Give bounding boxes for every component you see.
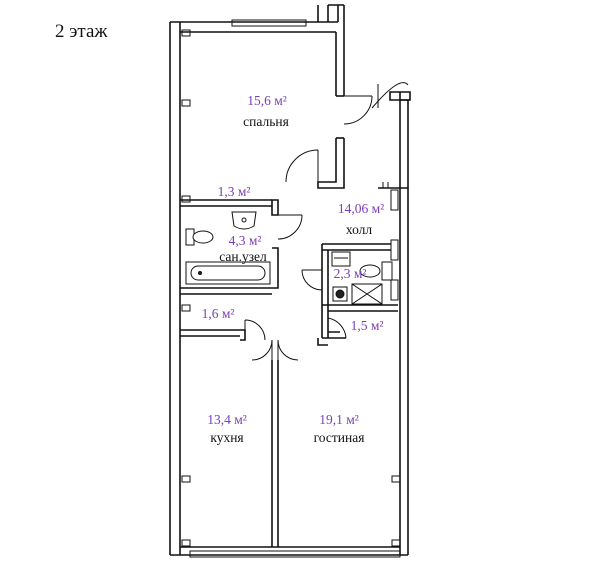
- bedroom-area: 15,6 м²: [247, 93, 287, 108]
- wc-toilet-icon: [359, 261, 393, 281]
- radiator-icon: [390, 189, 399, 301]
- bathroom-name: сан.узел: [219, 249, 267, 264]
- kitchen-name: кухня: [210, 430, 243, 445]
- wall-niche: [181, 29, 401, 547]
- bedroom-name: спальня: [243, 114, 289, 129]
- bathroom-area: 4,3 м²: [229, 233, 262, 248]
- hall-area: 14,06 м²: [338, 201, 384, 216]
- floor-title: 2 этаж: [55, 21, 108, 42]
- living-area: 19,1 м²: [319, 412, 359, 427]
- closet-area: 1,5 м²: [351, 318, 384, 333]
- boiler-icon: [332, 286, 348, 302]
- hall-name: холл: [346, 222, 373, 237]
- corridor-top-area: 1,3 м²: [218, 184, 251, 199]
- washing-machine-icon: [351, 283, 383, 305]
- wc-area: 2,3 м²: [334, 266, 367, 281]
- toilet-icon: [185, 228, 214, 246]
- living-name: гостиная: [314, 430, 365, 445]
- sink-icon: [231, 211, 257, 230]
- doors: [244, 82, 409, 361]
- kitchen-area: 13,4 м²: [207, 412, 247, 427]
- bathtub-icon: [185, 261, 271, 285]
- wc-sink-icon: [331, 251, 351, 267]
- corridor-bottom-area: 1,6 м²: [202, 306, 235, 321]
